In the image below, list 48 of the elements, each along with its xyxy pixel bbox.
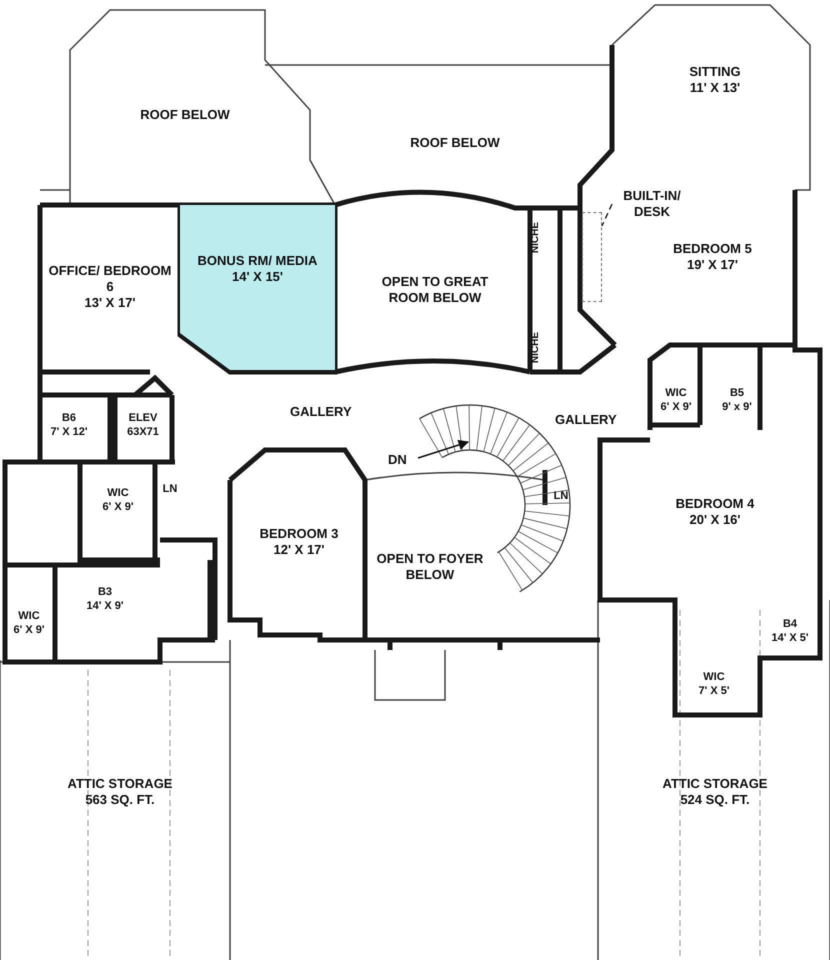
room-dimensions: 13' X 17' xyxy=(84,295,136,312)
room-name: WIC xyxy=(703,671,725,685)
room-dimensions: 14' X 9' xyxy=(86,600,124,614)
room-dimensions: 6' X 9' xyxy=(14,624,44,638)
room-name: WIC xyxy=(18,610,40,624)
niche-label: NICHE xyxy=(530,332,542,364)
room-name: BONUS RM/ MEDIA xyxy=(198,253,318,270)
room-name: ROOF BELOW xyxy=(140,106,230,124)
room-name: ATTIC STORAGE xyxy=(68,776,172,792)
room-name: B5 xyxy=(730,387,744,401)
room-name: BEDROOM 3 xyxy=(260,526,338,542)
room-dimensions: 6' X 9' xyxy=(660,401,692,415)
room-dimensions: 6' X 9' xyxy=(102,501,134,515)
room-name: ATTIC STORAGE xyxy=(662,776,768,792)
room-dimensions: 7' X 12' xyxy=(50,426,88,440)
room-dimensions: 524 SQ. FT. xyxy=(680,792,750,808)
direction-label: DN xyxy=(388,452,407,467)
room-dimensions: 20' X 16' xyxy=(690,512,740,528)
room-name: GALLERY xyxy=(290,404,352,419)
room-name: GALLERY xyxy=(555,412,617,427)
room-name: BEDROOM 5 xyxy=(673,240,752,257)
room-name: WIC xyxy=(107,487,129,501)
room-dimensions: 19' X 17' xyxy=(687,257,738,274)
room-dimensions: 7' X 5' xyxy=(698,685,730,699)
room-dimensions: 563 SQ. FT. xyxy=(85,792,155,808)
niche-label: NICHE xyxy=(530,222,542,254)
room-name: ELEV xyxy=(128,412,158,426)
room-name: B3 xyxy=(98,586,112,600)
room-name: LN xyxy=(162,483,178,497)
room-name: ROOF BELOW xyxy=(410,134,500,152)
room-dimensions: 12' X 17' xyxy=(274,542,324,558)
room-name: SITTING xyxy=(689,64,741,80)
room-name: B4 xyxy=(782,618,798,632)
room-name: OPEN TO FOYER BELOW xyxy=(376,550,484,584)
room-name: BUILT-IN/ DESK xyxy=(622,188,682,220)
leader-line xyxy=(601,204,613,226)
room-dimensions: 14' X 5' xyxy=(771,632,809,646)
room-name: B6 xyxy=(62,412,76,426)
room-dimensions: 63X71 xyxy=(127,426,159,440)
room-dimensions: 11' X 13' xyxy=(690,80,740,96)
desk-outline xyxy=(582,212,602,302)
room-name: BEDROOM 4 xyxy=(676,496,754,512)
room-dimensions: 14' X 15' xyxy=(232,269,283,286)
room-dimensions: 9' x 9' xyxy=(722,401,752,415)
room-name: OPEN TO GREAT ROOM BELOW xyxy=(380,274,490,306)
room-name: OFFICE/ BEDROOM 6 xyxy=(48,262,172,296)
room-name: WIC xyxy=(665,387,687,401)
room-name: LN xyxy=(554,490,568,504)
